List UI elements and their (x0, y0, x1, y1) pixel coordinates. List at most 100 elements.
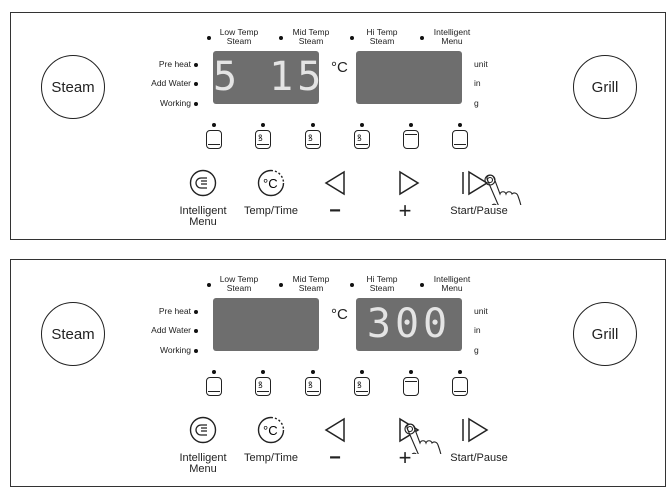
unit-label: g (474, 98, 479, 108)
function-button[interactable] (452, 130, 468, 149)
grill-button[interactable]: Grill (573, 55, 637, 119)
unit-label: g (474, 345, 479, 355)
minus-left-arrow-icon[interactable] (323, 170, 347, 196)
fan-icon: ꝸ (308, 380, 313, 390)
plus-right-arrow-icon[interactable] (397, 170, 421, 196)
display-left (213, 298, 319, 351)
svg-text:°C: °C (263, 176, 278, 191)
status-label: Pre heat (158, 59, 191, 69)
indicator-dot (279, 283, 283, 287)
function-button[interactable]: ꝸ (305, 377, 321, 396)
status-label: Working (159, 345, 191, 355)
function-button[interactable] (206, 377, 222, 396)
celsius-label: °C (331, 59, 348, 76)
indicator-dot (311, 370, 315, 374)
grill-button[interactable]: Grill (573, 302, 637, 366)
indicator-dot (261, 123, 265, 127)
temp-time-label: Temp/Time (244, 452, 298, 464)
indicator-dot (360, 370, 364, 374)
minus-label: − (329, 447, 341, 469)
status-dot (194, 82, 198, 86)
indicator-dot (212, 370, 216, 374)
function-button[interactable] (403, 130, 419, 149)
start-pause-icon[interactable] (461, 417, 491, 443)
indicator-dot (261, 370, 265, 374)
status-label: Add Water (151, 78, 191, 88)
function-button[interactable]: ꝸ (255, 377, 271, 396)
display-right: 300 (356, 298, 462, 351)
fan-icon: ꝸ (308, 133, 313, 143)
function-button[interactable]: ꝸ (255, 130, 271, 149)
intelligent-menu-icon[interactable] (189, 416, 217, 444)
status-label: Working (159, 98, 191, 108)
temp-time-icon[interactable]: °C (257, 416, 285, 444)
indicator-dot (212, 123, 216, 127)
indicator-dot (360, 123, 364, 127)
display-right (356, 51, 462, 104)
fan-icon: ꝸ (258, 380, 263, 390)
status-label: Pre heat (158, 306, 191, 316)
steam-label: Steam (51, 78, 95, 96)
indicator-dot (350, 36, 354, 40)
indicator-dot (207, 283, 211, 287)
unit-label: in (474, 325, 481, 335)
indicator-dot (279, 36, 283, 40)
indicator-dot (311, 123, 315, 127)
fan-icon: ꝸ (258, 133, 263, 143)
function-button[interactable] (206, 130, 222, 149)
minus-label: − (329, 200, 341, 222)
function-button[interactable] (403, 377, 419, 396)
steam-button[interactable]: Steam (41, 55, 105, 119)
function-button[interactable]: ꝸ (305, 130, 321, 149)
status-dot (194, 102, 198, 106)
indicator-dot (207, 36, 211, 40)
status-dot (194, 310, 198, 314)
svg-text:°C: °C (263, 423, 278, 438)
indicator-dot (409, 123, 413, 127)
minus-left-arrow-icon[interactable] (323, 417, 347, 443)
unit-label: unit (474, 306, 488, 316)
display-left: 5 15 (213, 51, 319, 104)
steam-label: Steam (51, 325, 95, 343)
fan-icon: ꝸ (357, 380, 362, 390)
plus-label: + (398, 445, 412, 470)
indicator-dot (420, 283, 424, 287)
function-button[interactable]: ꝸ (354, 377, 370, 396)
temp-time-icon[interactable]: °C (257, 169, 285, 197)
grill-label: Grill (591, 325, 619, 343)
temp-time-label: Temp/Time (244, 205, 298, 217)
unit-label: in (474, 78, 481, 88)
indicator-dot (458, 123, 462, 127)
function-button[interactable]: ꝸ (354, 130, 370, 149)
start-pause-label: Start/Pause (450, 452, 508, 464)
intelligent-menu-icon[interactable] (189, 169, 217, 197)
indicator-dot (458, 370, 462, 374)
start-pause-icon[interactable] (461, 170, 491, 196)
steam-button[interactable]: Steam (41, 302, 105, 366)
unit-label: unit (474, 59, 488, 69)
status-label: Add Water (151, 325, 191, 335)
indicator-dot (350, 283, 354, 287)
status-dot (194, 63, 198, 67)
status-dot (194, 329, 198, 333)
indicator-dot (420, 36, 424, 40)
start-pause-label: Start/Pause (450, 205, 508, 217)
indicator-dot (409, 370, 413, 374)
status-dot (194, 349, 198, 353)
function-button[interactable] (452, 377, 468, 396)
hand-pointer-icon (403, 422, 449, 454)
grill-label: Grill (591, 78, 619, 96)
fan-icon: ꝸ (357, 133, 362, 143)
